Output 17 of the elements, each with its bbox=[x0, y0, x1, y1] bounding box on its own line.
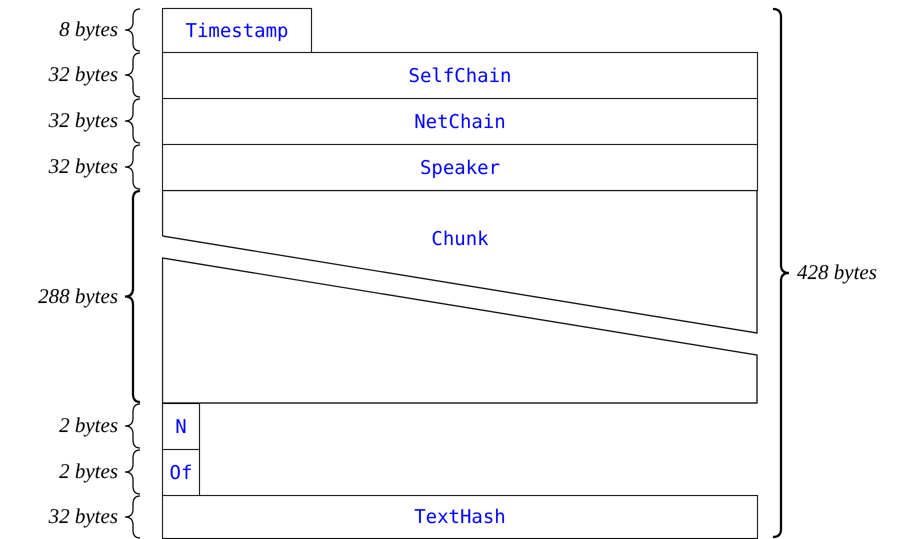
byte-size-label: 8 bytes bbox=[59, 17, 118, 42]
field-box: Timestamp bbox=[162, 8, 312, 53]
byte-size-label: 288 bytes bbox=[38, 284, 118, 308]
field-box: SelfChain bbox=[162, 52, 758, 99]
byte-size-label: 32 bytes bbox=[48, 504, 118, 529]
byte-size-label: 2 bytes bbox=[59, 413, 118, 438]
field-box: NetChain bbox=[162, 98, 758, 145]
byte-size-label: 32 bytes bbox=[48, 154, 118, 179]
field-name: Chunk bbox=[430, 228, 490, 250]
byte-size-label: 32 bytes bbox=[48, 108, 118, 133]
field-box: N bbox=[162, 403, 200, 450]
field-box: Speaker bbox=[162, 144, 758, 191]
byte-size-label: 32 bytes bbox=[48, 62, 118, 87]
byte-size-label: 428 bytes bbox=[797, 260, 877, 285]
field-box: Of bbox=[162, 449, 200, 496]
field-box: TextHash bbox=[162, 495, 758, 539]
byte-size-label: 2 bytes bbox=[59, 459, 118, 484]
